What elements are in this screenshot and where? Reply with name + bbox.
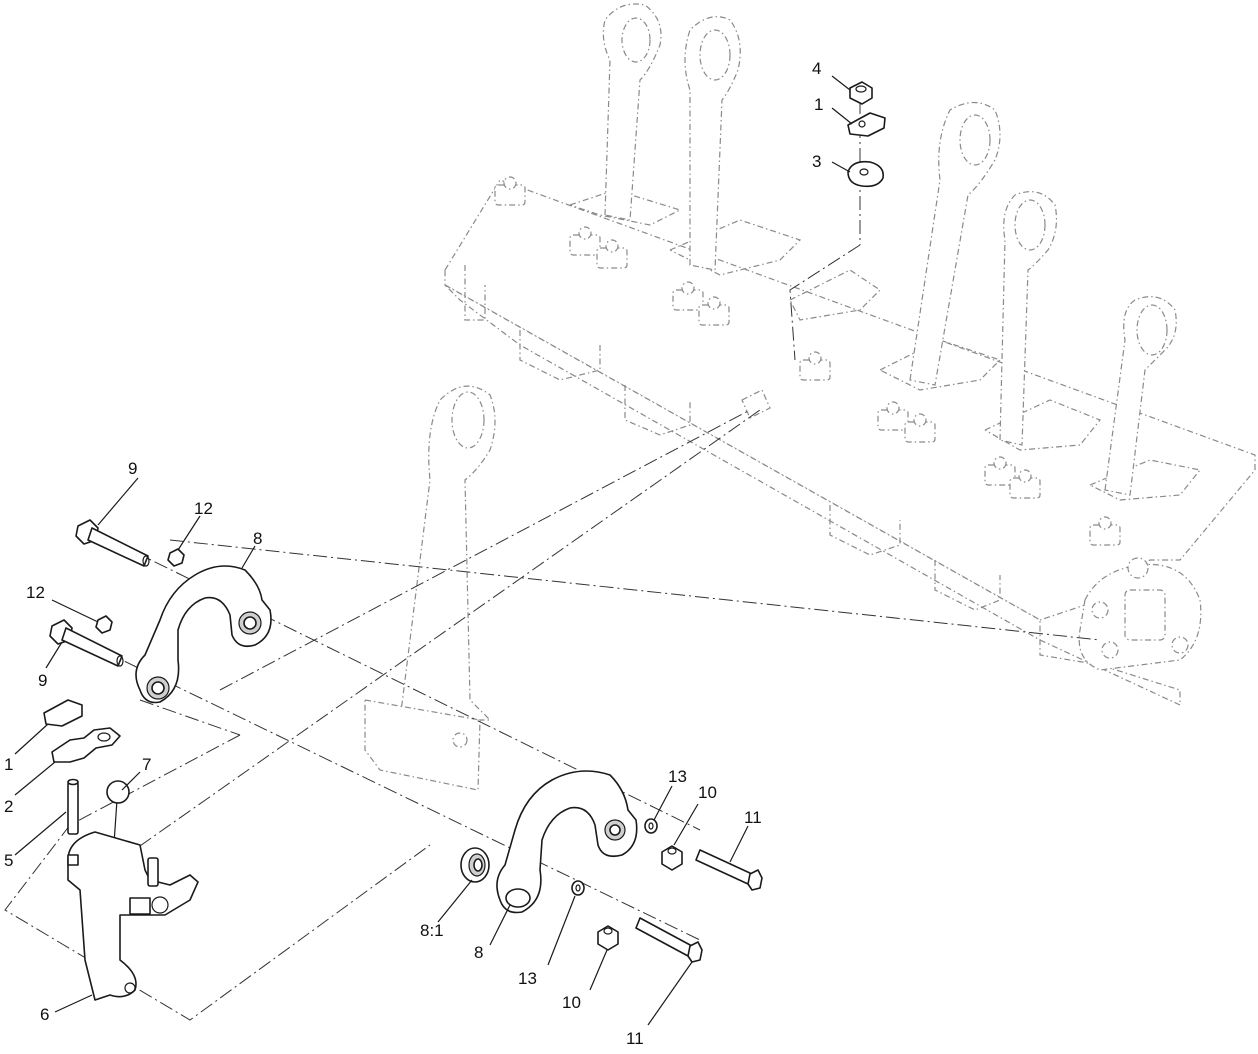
callout-labels: 4 1 3 9 12 8 12 9 1 2 7 5 6 8:1 8 13 10 …	[4, 59, 823, 1048]
bearing-part-8-1	[460, 847, 490, 883]
yoke-part-8-upper	[135, 565, 272, 704]
roller-arm-ghost-4	[999, 191, 1058, 446]
clamp-block-ghosts	[494, 176, 1121, 546]
callout-3-top: 3	[812, 152, 821, 171]
bolt-part-11-upper	[695, 849, 763, 891]
nut-part-10-lower	[597, 925, 619, 951]
clamp-part-1-left	[43, 699, 83, 727]
callout-5-left: 5	[4, 851, 13, 870]
nut-part-4-top	[849, 81, 873, 105]
callout-12-lower: 12	[26, 583, 45, 602]
roller-arm-ghost-5	[1104, 296, 1177, 496]
callout-1-top: 1	[814, 95, 823, 114]
pin-part-5-left	[67, 778, 79, 835]
washer-part-3-top	[847, 160, 885, 188]
callout-11-lower: 11	[626, 1029, 644, 1048]
center-arm-ghost	[364, 385, 496, 791]
callout-13-lower: 13	[518, 969, 537, 988]
roller-arm-ghost-2	[684, 16, 741, 271]
roller-arm-ghost-1	[602, 3, 662, 221]
pin-square-ghost	[741, 389, 771, 419]
pivot-assembly-ghost	[1078, 557, 1202, 671]
callout-8-lower: 8	[474, 943, 483, 962]
callout-6-left: 6	[40, 1005, 49, 1024]
nut-part-12-upper	[167, 548, 185, 567]
callout-9-lower: 9	[38, 671, 47, 690]
callout-9-upper: 9	[128, 459, 137, 478]
callout-8-upper: 8	[253, 529, 262, 548]
roller-arm-ghost-3	[909, 101, 1001, 386]
callout-2-left: 2	[4, 797, 13, 816]
callout-10-upper: 10	[698, 783, 717, 802]
leader-lines	[14, 75, 853, 1026]
clamp-part-1-top	[847, 112, 886, 137]
bracket-part-6	[67, 831, 199, 1001]
yoke-part-8-lower	[496, 770, 638, 914]
bolt-part-9-upper	[75, 519, 150, 567]
callout-7-left: 7	[142, 755, 151, 774]
callout-4-top: 4	[812, 59, 821, 78]
nut-part-12-lower	[95, 615, 113, 634]
callout-11-upper: 11	[744, 808, 762, 827]
callout-1-left: 1	[4, 755, 13, 774]
callout-10-lower: 10	[562, 993, 581, 1012]
nut-part-10-upper	[661, 845, 683, 871]
bolt-part-9-lower	[49, 619, 124, 667]
callout-12-upper: 12	[194, 499, 213, 518]
callout-13-upper: 13	[668, 767, 687, 786]
bolt-part-11-lower	[635, 917, 703, 963]
clip-part-2-left	[51, 727, 121, 763]
washer-part-13-lower	[571, 880, 585, 896]
callout-8-1: 8:1	[420, 921, 444, 940]
washer-part-13-upper	[644, 818, 658, 834]
